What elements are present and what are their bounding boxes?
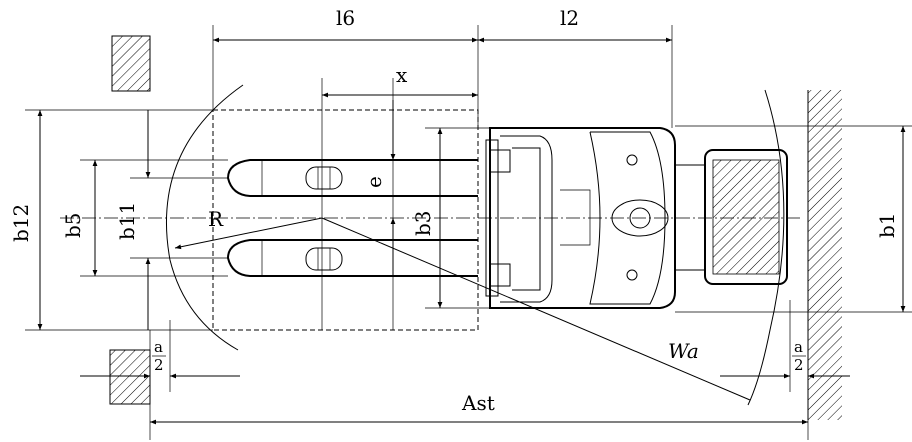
label-b1: b1 bbox=[875, 212, 899, 238]
label-e: e bbox=[362, 176, 386, 188]
pallet-outline bbox=[212, 109, 479, 331]
label-l6: l6 bbox=[336, 6, 355, 30]
carriage-block-bottom bbox=[489, 263, 511, 287]
fork-carriage bbox=[485, 139, 499, 297]
truck-body bbox=[489, 127, 676, 309]
label-b3: b3 bbox=[411, 210, 435, 236]
label-wa: Wa bbox=[668, 339, 699, 363]
tiller-hub bbox=[629, 207, 651, 229]
bottom-left-obstacle bbox=[109, 349, 151, 405]
label-b12: b12 bbox=[9, 204, 33, 242]
fork-roller-upper bbox=[305, 166, 343, 190]
label-x: x bbox=[396, 63, 408, 87]
label-a-den-right: 2 bbox=[794, 356, 804, 374]
label-b5: b5 bbox=[61, 212, 85, 238]
control-knob-1 bbox=[626, 154, 638, 166]
fork-roller-lower bbox=[305, 247, 343, 271]
label-r: R bbox=[208, 207, 224, 231]
right-wall bbox=[808, 90, 842, 420]
steering-tiller bbox=[611, 199, 669, 237]
tiller-grip bbox=[712, 159, 780, 275]
label-l2: l2 bbox=[560, 6, 579, 30]
carriage-frame bbox=[500, 135, 553, 303]
radius-r-line bbox=[174, 217, 323, 250]
top-left-obstacle bbox=[111, 35, 151, 92]
turning-radius-arc-left bbox=[166, 84, 244, 351]
wa-line bbox=[321, 217, 751, 401]
battery-cover bbox=[560, 189, 591, 246]
label-a-den-left: 2 bbox=[154, 356, 164, 374]
tiller-arm bbox=[675, 164, 706, 271]
carriage-block-top bbox=[489, 149, 511, 173]
carriage-inner bbox=[512, 147, 541, 291]
label-b11: b11 bbox=[115, 202, 139, 240]
operator-platform bbox=[589, 131, 666, 305]
label-a-num-left: a bbox=[154, 338, 163, 356]
label-a-num-right: a bbox=[794, 338, 803, 356]
tiller-head bbox=[704, 149, 788, 285]
turning-radius-arc-right bbox=[747, 89, 785, 406]
label-ast: Ast bbox=[461, 391, 495, 415]
control-knob-2 bbox=[626, 269, 638, 281]
